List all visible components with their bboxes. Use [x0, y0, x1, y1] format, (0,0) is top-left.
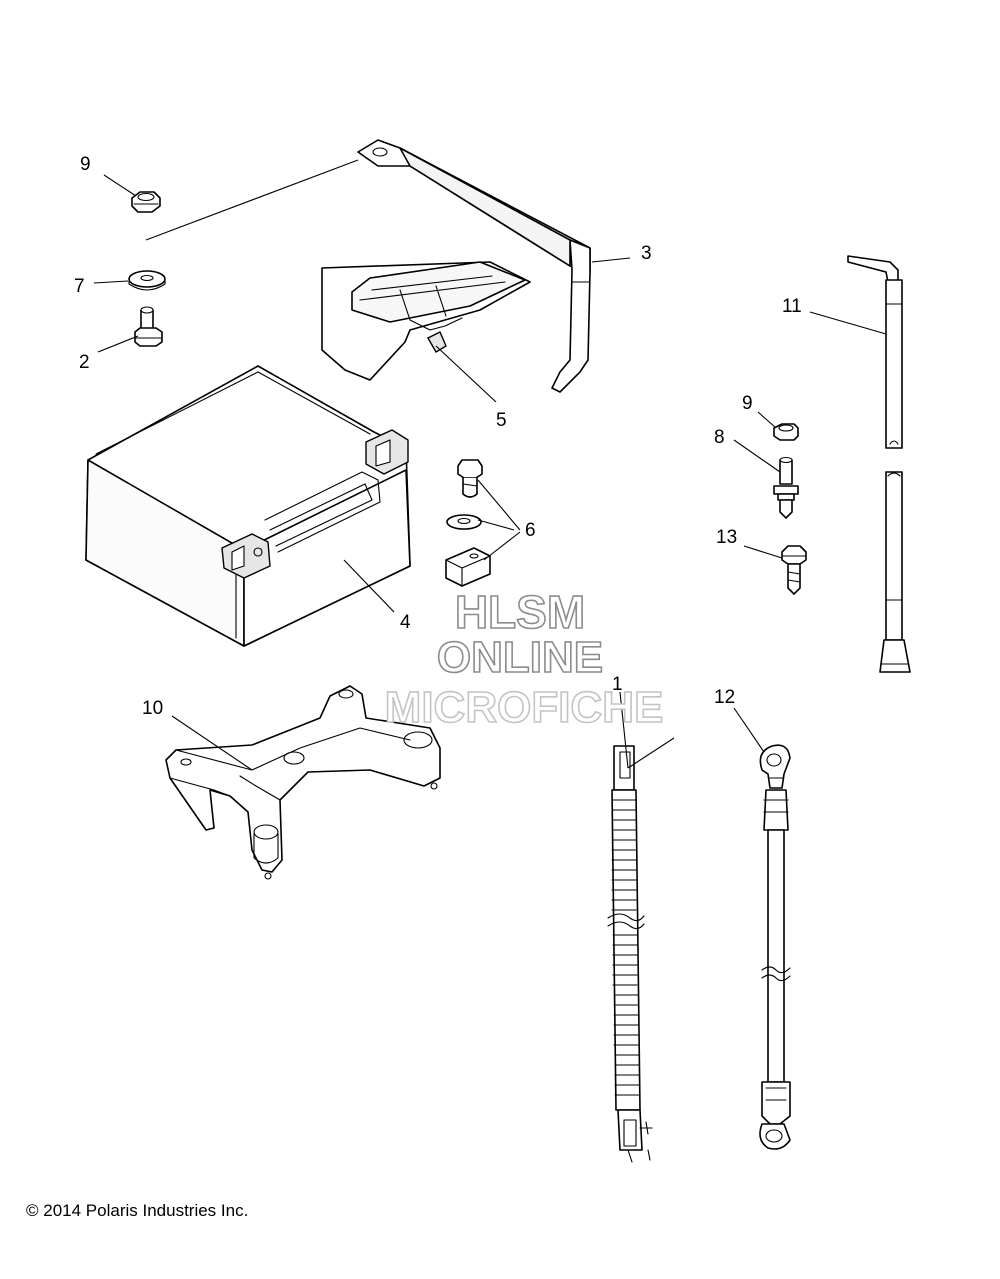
callout-6: 6 [525, 520, 536, 541]
part-7-washer[interactable] [128, 270, 166, 291]
callout-1: 1 [612, 674, 623, 695]
watermark-line-2: ONLINE [437, 633, 603, 682]
part-10-battery-bracket[interactable] [165, 685, 441, 880]
part-13-screw[interactable] [781, 545, 807, 595]
leader-lines [93, 159, 887, 771]
callout-3: 3 [641, 243, 652, 264]
part-2-bolt[interactable] [134, 306, 163, 347]
callout-9-right: 9 [742, 393, 753, 414]
callout-5: 5 [496, 410, 507, 431]
part-12-ground-cable[interactable] [759, 744, 791, 1150]
part-11-positive-cable[interactable] [847, 255, 911, 673]
callout-4: 4 [400, 612, 411, 633]
watermark-line-1: HLSM [455, 586, 585, 638]
callout-13: 13 [716, 527, 737, 548]
callout-8: 8 [714, 427, 725, 448]
part-6-hardware-set[interactable] [445, 459, 491, 587]
copyright-notice: © 2014 Polaris Industries Inc. [26, 1201, 249, 1220]
part-9-flange-nut[interactable] [131, 191, 161, 213]
part-3-hold-down-strap[interactable] [357, 139, 591, 393]
callout-10: 10 [142, 698, 163, 719]
watermark: HLSM ONLINE MICROFICHE [384, 585, 664, 733]
part-9-flange-nut-right[interactable] [773, 423, 799, 441]
watermark-line-3: MICROFICHE [385, 683, 664, 732]
callout-7: 7 [74, 276, 85, 297]
part-4-battery[interactable] [85, 365, 411, 647]
callout-12: 12 [714, 687, 735, 708]
part-8-terminal-stud[interactable] [773, 456, 799, 519]
callout-2: 2 [79, 352, 90, 373]
callout-9-top: 9 [80, 154, 91, 175]
part-1-battery-cable[interactable] [607, 745, 653, 1163]
callout-labels: 9 7 2 3 5 6 4 10 11 9 8 13 1 12 [74, 154, 802, 719]
part-5-battery-pad[interactable] [321, 261, 531, 381]
callout-11: 11 [782, 296, 802, 317]
